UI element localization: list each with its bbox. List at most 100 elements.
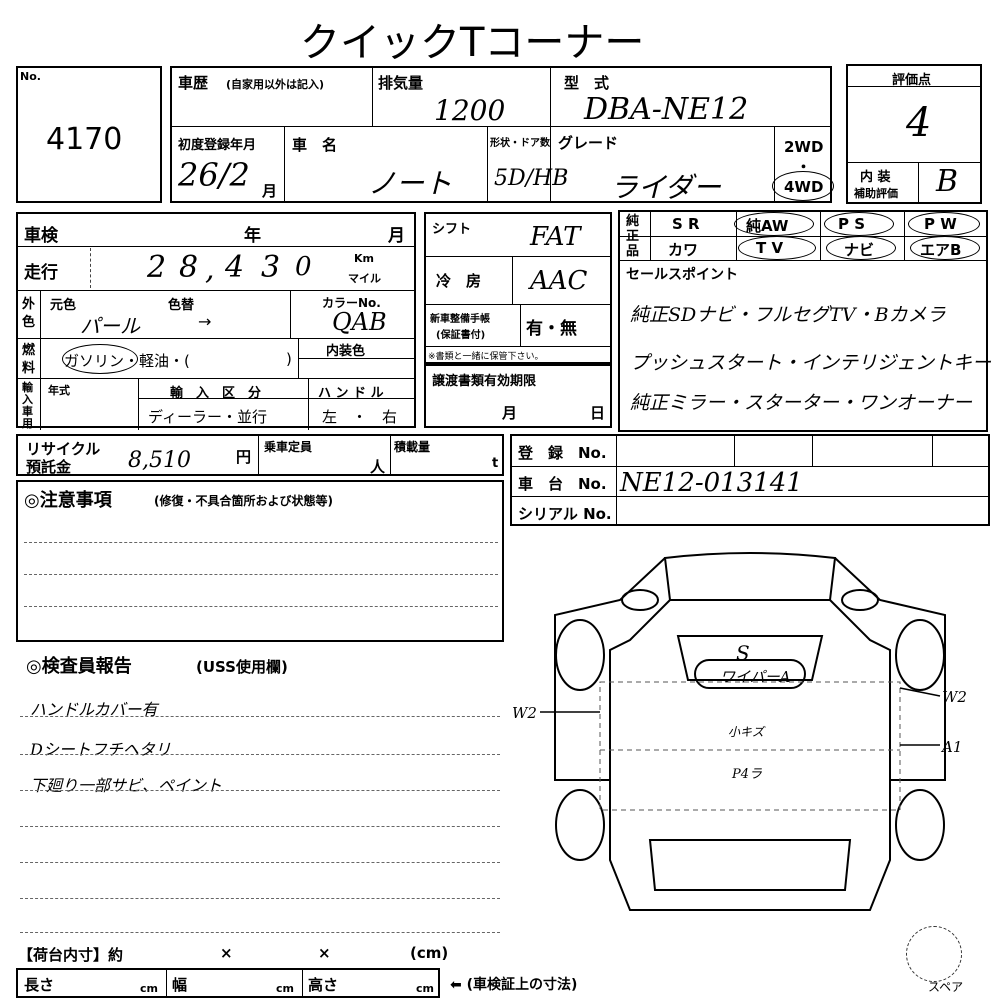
fuel-close: ) bbox=[286, 350, 292, 368]
color-value: パール bbox=[80, 314, 140, 338]
first-reg-value: 26/2 bbox=[178, 156, 250, 194]
capacity-label: 乗車定員 bbox=[264, 440, 313, 454]
dims-width: 幅 bbox=[172, 976, 188, 994]
grade-label: グレード bbox=[558, 134, 619, 152]
detail-block: 車検 年 月 走行 2 8 , 4 3 0 Km マイル 外色 元色 色替 パー… bbox=[16, 212, 416, 430]
diagram-label-w2-right: W2 bbox=[942, 688, 967, 706]
page-title: クイックTコーナー bbox=[300, 20, 645, 66]
capacity-unit: 人 bbox=[370, 458, 386, 476]
sales-point-line: 純正ミラー・スターター・ワンオーナー bbox=[630, 392, 973, 414]
first-reg-label: 初度登録年月 bbox=[178, 138, 257, 153]
mileage-label: 走行 bbox=[24, 263, 58, 283]
load-label: 積載量 bbox=[394, 440, 431, 454]
caution-block: ◎注意事項 (修復・不具合箇所および状態等) bbox=[16, 480, 504, 642]
car-name-value: ノート bbox=[368, 167, 453, 200]
dims-height: 高さ bbox=[308, 976, 339, 994]
mileage-digit: 2 bbox=[147, 250, 167, 285]
manual-value: 有・無 bbox=[526, 319, 577, 339]
circle-pw bbox=[908, 212, 980, 236]
drive-2wd: 2WD bbox=[784, 138, 824, 156]
handle-label: ハ ン ド ル bbox=[318, 386, 384, 401]
transfer-label: 譲渡書類有効期限 bbox=[432, 374, 537, 389]
interior-rating-label1: 内 装 bbox=[860, 170, 891, 185]
diagram-label-a1: A1 bbox=[940, 738, 962, 756]
cargo-x1: × bbox=[220, 944, 233, 962]
dims-length-cm: cm bbox=[140, 982, 158, 995]
import-label: 輸入車用 bbox=[22, 381, 33, 430]
diagram-label-w2-left: W2 bbox=[512, 704, 537, 722]
genuine-label: 純正品 bbox=[626, 214, 640, 259]
drive-4wd-circle bbox=[772, 171, 834, 201]
dims-note: ⬅ (車検証上の寸法) bbox=[450, 977, 578, 993]
recycle-label2: 預託金 bbox=[26, 458, 72, 476]
mileage-digit: 4 bbox=[225, 250, 245, 285]
exterior-color-label: 外色 bbox=[22, 297, 36, 330]
transfer-month: 月 bbox=[502, 404, 518, 422]
inspector-label: ◎検査員報告 bbox=[26, 656, 132, 677]
import-category-label: 輸 入 区 分 bbox=[170, 386, 262, 401]
circle-airbag bbox=[910, 236, 980, 260]
shift-block: シフト FAT 冷 房 AAC 新車整備手帳 (保証書付) 有・無 ※書類と一緒… bbox=[424, 212, 612, 364]
genuine-item: カワ bbox=[668, 241, 699, 259]
mileage-digits: 2 8 , 4 3 0 bbox=[90, 248, 350, 288]
cargo-x2: × bbox=[318, 944, 331, 962]
transfer-block: 譲渡書類有効期限 月 日 bbox=[424, 364, 612, 428]
spare-label: スペア bbox=[928, 980, 964, 994]
caution-label: ◎注意事項 bbox=[24, 490, 112, 511]
shape-value: 5D/HB bbox=[494, 166, 569, 191]
serial-no-label: シリアル No. bbox=[518, 505, 612, 523]
displacement-value: 1200 bbox=[434, 94, 506, 127]
diagram-label-p4: P4ラ bbox=[731, 767, 762, 782]
mileage-km: Km bbox=[354, 252, 374, 265]
car-name-label: 車 名 bbox=[292, 136, 338, 154]
no-label: No. bbox=[20, 70, 41, 83]
spare-tire-circle bbox=[906, 926, 962, 982]
rating-value: 4 bbox=[906, 100, 932, 146]
color-arrow: → bbox=[198, 312, 212, 331]
diagram-label-s: S bbox=[736, 641, 750, 665]
genuine-block: 純正品 S R 純AW P S P W カワ T V ナビ エアB セールスポイ… bbox=[618, 210, 992, 432]
aircon-label: 冷 房 bbox=[436, 272, 482, 290]
inspector-line: 下廻り一部サビ、ペイント bbox=[30, 776, 223, 795]
manual-label1: 新車整備手帳 bbox=[430, 314, 490, 325]
recycle-label1: リサイクル bbox=[26, 440, 101, 458]
diagram-label-small-scratch: 小キズ bbox=[728, 725, 766, 739]
cargo-label: 【荷台内寸】約 bbox=[18, 946, 124, 964]
fuel-label: 燃料 bbox=[22, 343, 36, 376]
sales-point-line: プッシュスタート・インテリジェントキー bbox=[630, 352, 992, 374]
color-code: QAB bbox=[332, 308, 387, 336]
history-label: 車歴 bbox=[178, 74, 209, 92]
first-reg-month: 月 bbox=[262, 182, 278, 200]
dims-length: 長さ bbox=[24, 976, 55, 994]
mileage-digit: 8 bbox=[179, 250, 199, 285]
dims-width-cm: cm bbox=[276, 982, 294, 995]
mileage-digit: 3 bbox=[261, 250, 281, 285]
registration-block: 登 録 No. 車 台 No. NE12-013141 シリアル No. bbox=[510, 434, 990, 526]
circle-genuine-aw bbox=[734, 212, 814, 236]
transfer-day: 日 bbox=[590, 404, 606, 422]
color-code-label: カラーNo. bbox=[322, 296, 381, 310]
manual-label2: (保証書付) bbox=[436, 330, 486, 341]
manual-note: ※書類と一緒に保管下さい。 bbox=[428, 352, 544, 362]
inspector-line: ハンドルカバー有 bbox=[30, 700, 158, 719]
car-damage-diagram: S ワイパーA W2 W2 A1 小キズ P4ラ bbox=[512, 552, 967, 911]
import-category: ディーラー・並行 bbox=[148, 408, 267, 426]
inspection-month: 月 bbox=[388, 226, 405, 246]
model-type-label: 型 式 bbox=[564, 74, 610, 92]
interior-rating-label2: 補助評価 bbox=[854, 187, 898, 200]
reg-no-label: 登 録 No. bbox=[518, 444, 607, 462]
interior-rating-value: B bbox=[936, 164, 959, 199]
no-box: No. 4170 bbox=[16, 66, 162, 203]
chassis-no-value: NE12-013141 bbox=[620, 468, 803, 498]
inspector-note: (USS使用欄) bbox=[196, 658, 288, 676]
inspector-line: Dシートフチヘタリ bbox=[30, 740, 171, 759]
original-color-label: 元色 bbox=[50, 298, 77, 313]
genuine-item: S R bbox=[672, 215, 700, 233]
dims-block: 長さ cm 幅 cm 高さ cm bbox=[16, 968, 440, 998]
recycle-unit: 円 bbox=[236, 448, 252, 466]
shift-value: FAT bbox=[530, 222, 581, 252]
caution-note: (修復・不具合箇所および状態等) bbox=[154, 494, 333, 508]
interior-color-label: 内装色 bbox=[326, 344, 366, 359]
fuel-gasoline-circle bbox=[62, 344, 138, 374]
rating-label: 評価点 bbox=[892, 73, 932, 88]
